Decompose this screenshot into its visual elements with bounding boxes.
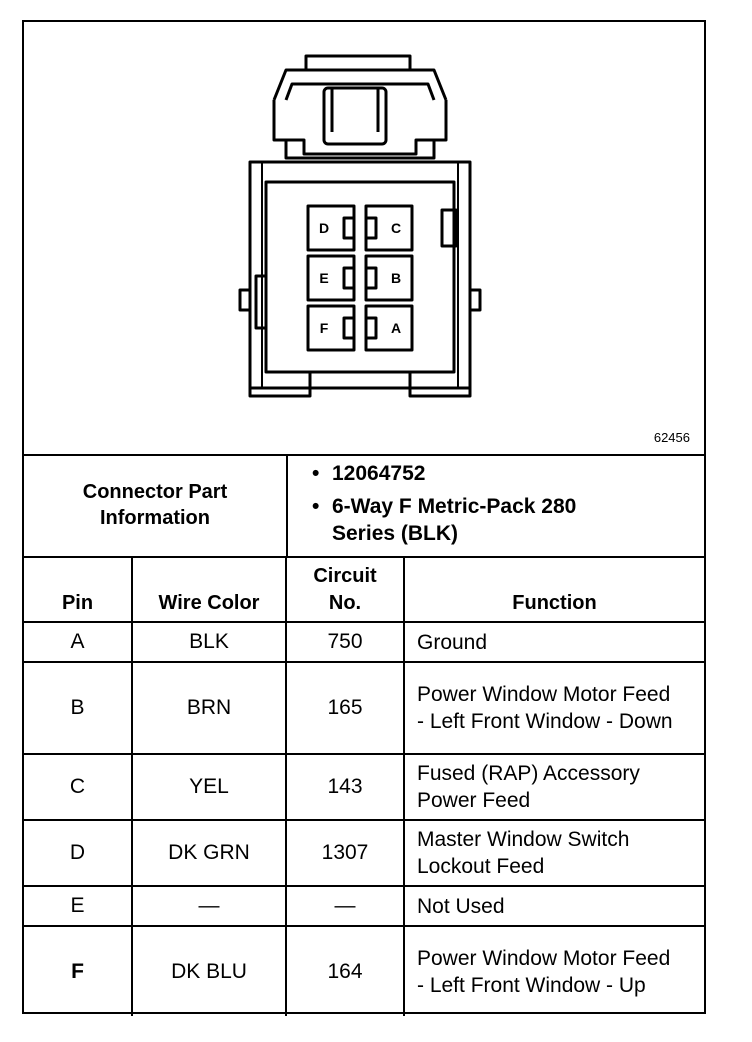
header-circuit-line: No. [328, 592, 362, 614]
table-row: D DK GRN 1307 Master Window Switch Locko… [24, 819, 704, 887]
function-cell: Fused (RAP) Accessory Power Feed [403, 753, 704, 821]
circuit-cell: 750 [285, 621, 405, 663]
header-pin: Pin [24, 556, 133, 623]
connector-sheet: D C E B F A 62456 Connector Part Informa… [22, 20, 706, 1016]
header-wire-color: Wire Color [131, 556, 287, 623]
cavity-label: B [391, 270, 401, 286]
cavity-label: D [319, 220, 329, 236]
table-row: B BRN 165 Power Window Motor Feed - Left… [24, 661, 704, 755]
side-key-left [254, 274, 268, 330]
cavity-b [364, 254, 414, 302]
lock-tab-top [304, 54, 412, 70]
pin-cell: B [24, 661, 133, 755]
housing-outline [248, 160, 472, 390]
connector-info-label-line: Information [100, 507, 210, 529]
wire-color-cell: DK GRN [131, 819, 287, 887]
foot-left [248, 372, 312, 398]
circuit-cell: — [285, 885, 405, 927]
circuit-cell: 165 [285, 661, 405, 755]
circuit-cell: 1307 [285, 819, 405, 887]
cavity-label: A [391, 320, 401, 336]
foot-right [408, 372, 472, 398]
connector-info-label: Connector Part Information [24, 454, 288, 556]
function-cell: Power Window Motor Feed - Left Front Win… [403, 925, 704, 1016]
table-row: F DK BLU 164 Power Window Motor Feed - L… [24, 925, 704, 1016]
pin-cell: A [24, 621, 133, 663]
table-header-row: Pin Wire Color Circuit No. Function [24, 556, 704, 623]
housing-inner [264, 180, 456, 374]
cavity-d [306, 204, 356, 252]
connector-info: Connector Part Information 12064752 6-Wa… [24, 454, 704, 558]
connector-info-label-line: Connector Part [82, 481, 228, 503]
cavity-label: E [319, 270, 328, 286]
connector-drawing: D C E B F A [238, 54, 482, 398]
cavity-label: C [391, 220, 401, 236]
connector-info-list: 12064752 6-Way F Metric-Pack 280 Series … [288, 460, 698, 553]
lock-latch-ribs [330, 88, 380, 132]
header-function: Function [403, 556, 704, 623]
function-cell: Not Used [403, 885, 704, 927]
pinout-table: Pin Wire Color Circuit No. Function A BL… [24, 556, 704, 1016]
function-cell: Ground [403, 621, 704, 663]
lock-body [272, 100, 448, 156]
part-number: 12064752 [288, 460, 698, 487]
wire-color-cell: BRN [131, 661, 287, 755]
cavity-f [306, 304, 356, 352]
pin-cell: F [24, 925, 133, 1016]
lock-tab-inner [284, 82, 436, 101]
circuit-cell: 164 [285, 925, 405, 1016]
circuit-cell: 143 [285, 753, 405, 821]
cavity-e [306, 254, 356, 302]
table-row: A BLK 750 Ground [24, 621, 704, 663]
function-cell: Power Window Motor Feed - Left Front Win… [403, 661, 704, 755]
header-circuit-line: Circuit [313, 565, 377, 587]
figure-id: 62456 [653, 430, 690, 445]
side-key-right [440, 208, 458, 248]
function-cell: Master Window Switch Lockout Feed [403, 819, 704, 887]
cavity-label: F [320, 320, 329, 336]
wire-color-cell: BLK [131, 621, 287, 663]
header-circuit: Circuit No. [285, 556, 405, 623]
pin-cell: D [24, 819, 133, 887]
cavity-a [364, 304, 414, 352]
lock-latch [322, 86, 388, 146]
wire-color-cell: YEL [131, 753, 287, 821]
pin-cell: C [24, 753, 133, 821]
connector-diagram: D C E B F A 62456 [24, 22, 704, 456]
pin-cell: E [24, 885, 133, 927]
wire-color-cell: DK BLU [131, 925, 287, 1016]
table-row: E — — Not Used [24, 885, 704, 927]
connector-type: 6-Way F Metric-Pack 280 Series (BLK) [288, 493, 622, 547]
wire-color-cell: — [131, 885, 287, 927]
cavity-c [364, 204, 414, 252]
lock-tab-outer [272, 68, 448, 101]
table-row: C YEL 143 Fused (RAP) Accessory Power Fe… [24, 753, 704, 821]
